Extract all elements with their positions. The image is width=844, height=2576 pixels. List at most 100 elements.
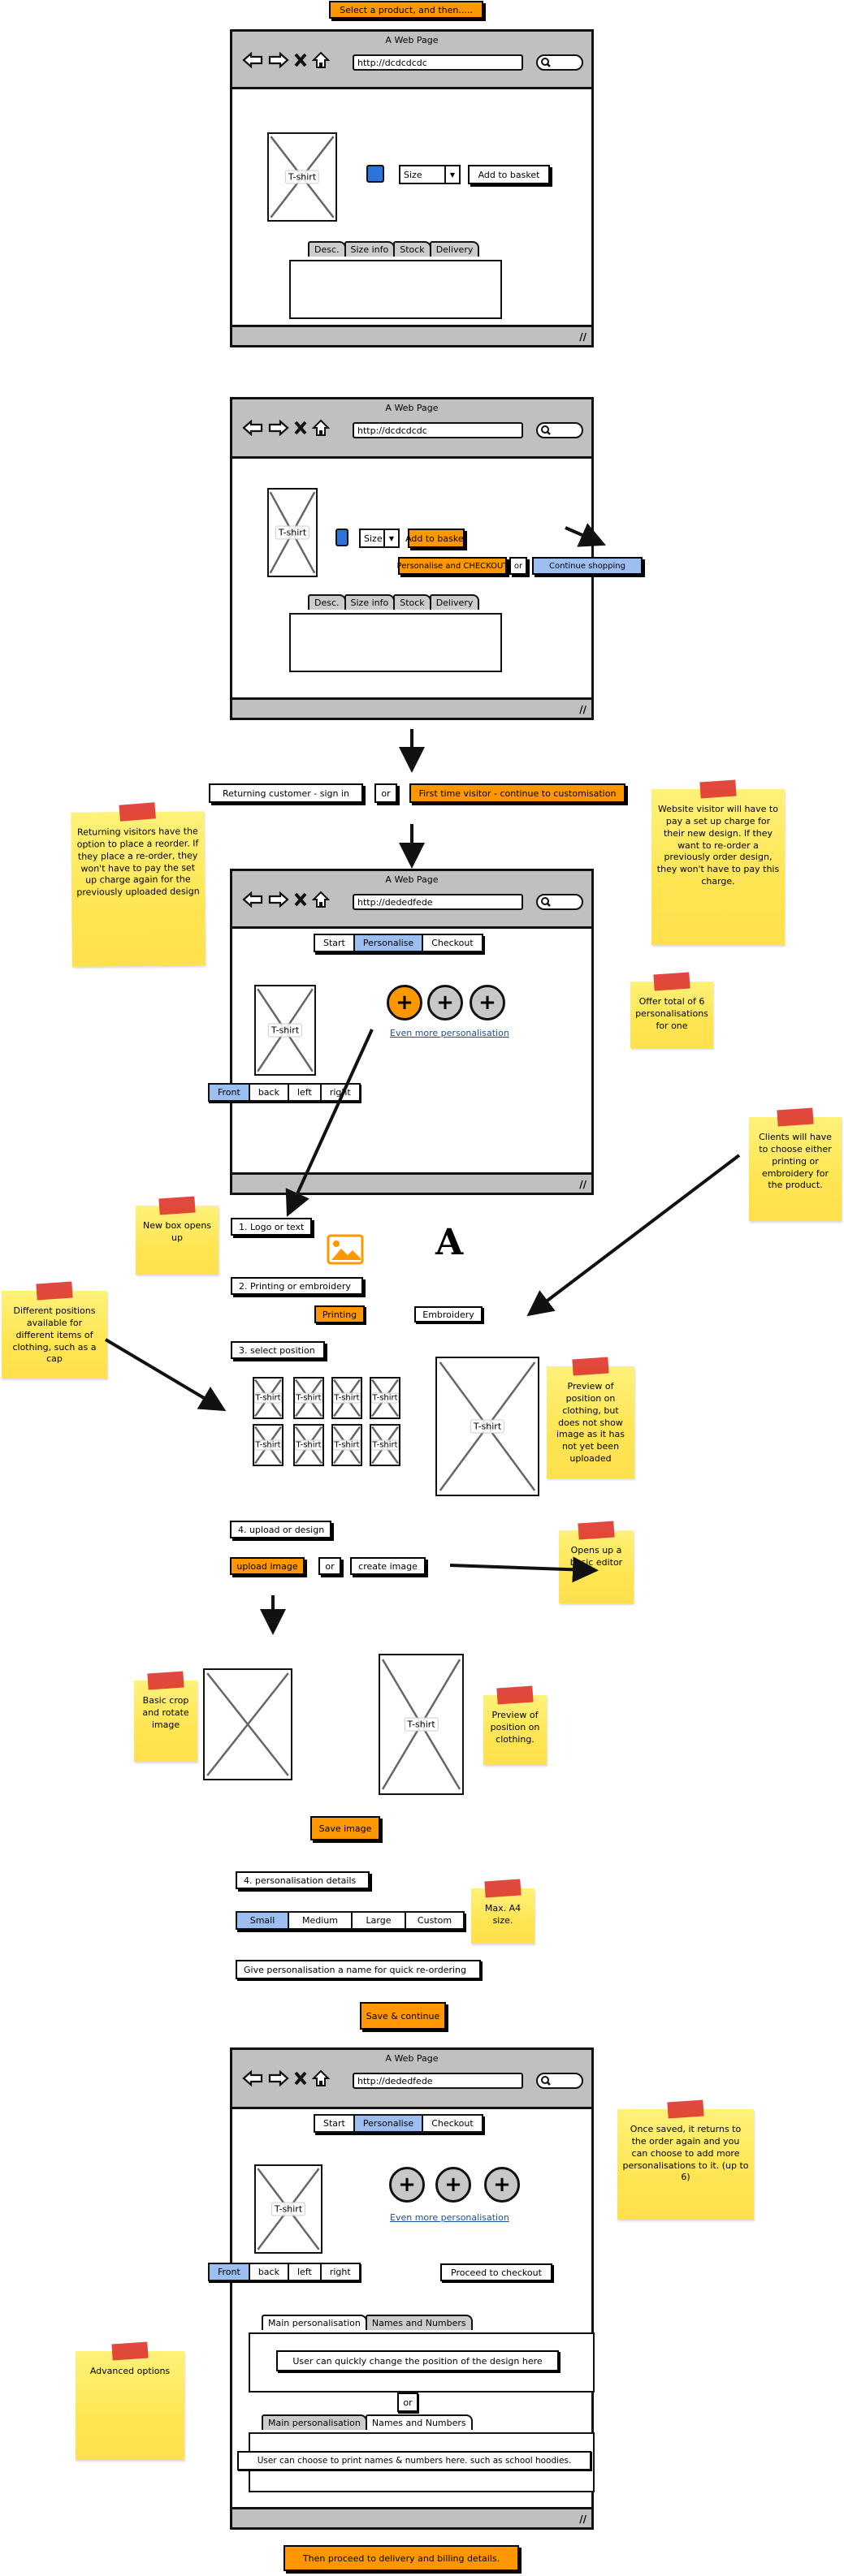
search-field[interactable] bbox=[536, 422, 583, 438]
tab-main-personalisation[interactable]: Main personalisation bbox=[262, 2315, 367, 2330]
even-more-personalisation-link[interactable]: Even more personalisation bbox=[390, 2212, 509, 2223]
tape-icon bbox=[699, 779, 737, 799]
size-medium[interactable]: Medium bbox=[289, 1913, 353, 1928]
step-checkout[interactable]: Checkout bbox=[431, 2118, 474, 2129]
tab-stock[interactable]: Stock bbox=[393, 241, 431, 257]
size-small[interactable]: Small bbox=[237, 1913, 289, 1928]
tab-stock[interactable]: Stock bbox=[393, 594, 431, 610]
color-swatch[interactable] bbox=[366, 165, 384, 183]
position-option[interactable]: T-shirt bbox=[293, 1424, 324, 1466]
size-dropdown[interactable]: Size ▼ bbox=[399, 165, 461, 184]
personalisation-name-input[interactable]: Give personalisation a name for quick re… bbox=[236, 1960, 481, 1979]
back-arrow-icon[interactable] bbox=[242, 420, 263, 436]
sticky-note-max-a4: Max. A4 size. bbox=[471, 1879, 535, 1944]
search-field[interactable] bbox=[536, 894, 583, 910]
proceed-to-checkout-button[interactable]: Proceed to checkout bbox=[440, 2263, 552, 2281]
view-front[interactable]: Front bbox=[210, 1085, 250, 1100]
view-right[interactable]: right bbox=[329, 2267, 351, 2277]
embroidery-button[interactable]: Embroidery bbox=[414, 1306, 483, 1323]
step-personalise[interactable]: Personalise bbox=[354, 935, 424, 951]
stop-icon[interactable] bbox=[294, 53, 307, 67]
position-option[interactable]: T-shirt bbox=[253, 1377, 283, 1419]
text-icon[interactable]: A bbox=[435, 1222, 464, 1263]
search-field[interactable] bbox=[536, 2073, 583, 2089]
printing-button[interactable]: Printing bbox=[314, 1305, 365, 1323]
color-swatch[interactable] bbox=[335, 529, 348, 546]
forward-arrow-icon[interactable] bbox=[268, 2070, 289, 2086]
tab-names-numbers[interactable]: Names and Numbers bbox=[365, 2315, 473, 2330]
back-arrow-icon[interactable] bbox=[242, 891, 263, 908]
tab-desc[interactable]: Desc. bbox=[308, 241, 346, 257]
step-start[interactable]: Start bbox=[315, 2116, 355, 2131]
upload-image-button[interactable]: upload image bbox=[230, 1557, 305, 1575]
add-personalisation-2-icon[interactable]: + bbox=[435, 2167, 471, 2203]
add-personalisation-2-icon[interactable]: + bbox=[427, 985, 463, 1020]
names-numbers-field[interactable]: User can choose to print names & numbers… bbox=[237, 2451, 591, 2470]
tab-names-numbers[interactable]: Names and Numbers bbox=[365, 2414, 473, 2430]
resize-grip-icon[interactable]: // bbox=[579, 2513, 586, 2525]
image-icon[interactable] bbox=[327, 1234, 364, 1265]
position-option[interactable]: T-shirt bbox=[331, 1424, 362, 1466]
forward-arrow-icon[interactable] bbox=[268, 52, 289, 68]
add-personalisation-1-icon[interactable]: + bbox=[387, 985, 422, 1020]
address-bar[interactable]: http://dededfede bbox=[353, 2073, 523, 2089]
size-dropdown[interactable]: Size ▼ bbox=[359, 529, 400, 548]
browser-title: A Web Page bbox=[385, 403, 439, 413]
home-icon[interactable] bbox=[312, 51, 330, 69]
position-adjust-field[interactable]: User can quickly change the position of … bbox=[276, 2350, 559, 2371]
add-personalisation-3-icon[interactable]: + bbox=[470, 985, 505, 1020]
position-option[interactable]: T-shirt bbox=[331, 1377, 362, 1419]
create-image-button[interactable]: create image bbox=[350, 1557, 426, 1575]
position-option[interactable]: T-shirt bbox=[253, 1424, 283, 1466]
returning-customer-button[interactable]: Returning customer - sign in bbox=[209, 783, 363, 803]
add-personalisation-3-icon[interactable]: + bbox=[484, 2167, 520, 2203]
size-large[interactable]: Large bbox=[353, 1913, 406, 1928]
tab-main-personalisation[interactable]: Main personalisation bbox=[262, 2414, 367, 2430]
view-left[interactable]: left bbox=[289, 2264, 322, 2280]
view-right[interactable]: right bbox=[329, 1087, 351, 1098]
resize-grip-icon[interactable]: // bbox=[579, 1179, 586, 1190]
view-back[interactable]: back bbox=[250, 2264, 289, 2280]
step-start[interactable]: Start bbox=[315, 935, 355, 951]
step-checkout[interactable]: Checkout bbox=[431, 938, 474, 948]
personalise-checkout-button[interactable]: Personalise and CHECKOUT bbox=[397, 557, 508, 575]
back-arrow-icon[interactable] bbox=[242, 52, 263, 68]
stop-icon[interactable] bbox=[294, 892, 307, 907]
tab-delivery[interactable]: Delivery bbox=[429, 594, 480, 610]
crop-editor-placeholder[interactable] bbox=[203, 1668, 292, 1780]
even-more-personalisation-link[interactable]: Even more personalisation bbox=[390, 1028, 509, 1038]
home-icon[interactable] bbox=[312, 891, 330, 908]
position-option[interactable]: T-shirt bbox=[370, 1424, 400, 1466]
home-icon[interactable] bbox=[312, 419, 330, 437]
search-field[interactable] bbox=[536, 54, 583, 71]
resize-grip-icon[interactable]: // bbox=[579, 331, 586, 343]
add-to-basket-button[interactable]: Add to basket bbox=[405, 529, 467, 548]
stop-icon[interactable] bbox=[294, 421, 307, 435]
save-continue-button[interactable]: Save & continue bbox=[360, 2002, 446, 2030]
view-front[interactable]: Front bbox=[210, 2264, 250, 2280]
tab-size-info[interactable]: Size info bbox=[344, 241, 396, 257]
address-bar[interactable]: http://dcdcdcdc bbox=[353, 422, 523, 438]
continue-shopping-button[interactable]: Continue shopping bbox=[532, 557, 643, 575]
resize-grip-icon[interactable]: // bbox=[579, 704, 586, 715]
save-image-button[interactable]: Save image bbox=[310, 1816, 380, 1840]
address-bar[interactable]: http://dededfede bbox=[353, 894, 523, 910]
view-back[interactable]: back bbox=[250, 1085, 289, 1100]
step-personalise[interactable]: Personalise bbox=[354, 2116, 424, 2131]
address-bar[interactable]: http://dcdcdcdc bbox=[353, 54, 523, 71]
stop-icon[interactable] bbox=[294, 2071, 307, 2086]
position-option[interactable]: T-shirt bbox=[370, 1377, 400, 1419]
add-to-basket-button[interactable]: Add to basket bbox=[468, 165, 550, 184]
tab-size-info[interactable]: Size info bbox=[344, 594, 396, 610]
tab-delivery[interactable]: Delivery bbox=[429, 241, 480, 257]
position-option[interactable]: T-shirt bbox=[293, 1377, 324, 1419]
home-icon[interactable] bbox=[312, 2069, 330, 2087]
first-time-visitor-button[interactable]: First time visitor - continue to customi… bbox=[409, 783, 625, 803]
tab-desc[interactable]: Desc. bbox=[308, 594, 346, 610]
add-personalisation-1-icon[interactable]: + bbox=[389, 2167, 425, 2203]
back-arrow-icon[interactable] bbox=[242, 2070, 263, 2086]
view-left[interactable]: left bbox=[289, 1085, 322, 1100]
size-custom[interactable]: Custom bbox=[417, 1915, 452, 1926]
forward-arrow-icon[interactable] bbox=[268, 420, 289, 436]
forward-arrow-icon[interactable] bbox=[268, 891, 289, 908]
